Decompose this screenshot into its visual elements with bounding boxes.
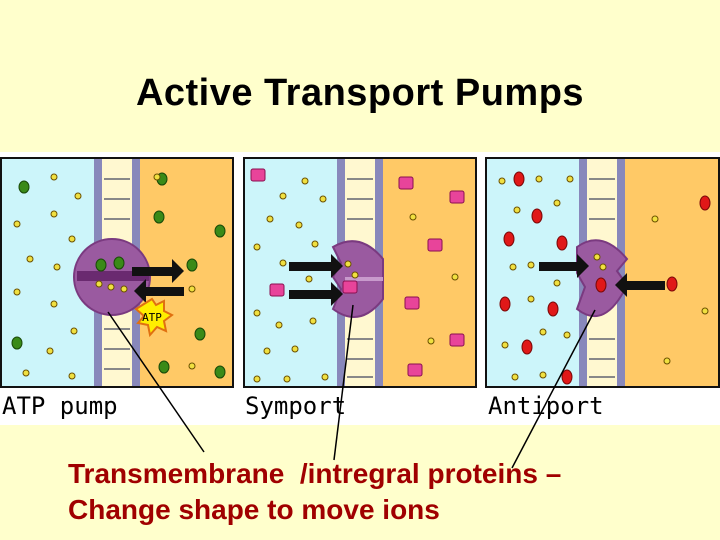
antiport-label: Antiport [488, 392, 604, 420]
caption: Transmembrane /intregral proteins – Chan… [68, 456, 561, 528]
atp-pump-illustration: ATP [2, 159, 232, 386]
caption-line-2: Change shape to move ions [68, 494, 440, 525]
symport-label: Symport [245, 392, 347, 420]
pointer-line-symport [333, 304, 354, 461]
caption-line-1: Transmembrane /intregral proteins – [68, 458, 562, 489]
page-title: Active Transport Pumps [135, 72, 585, 114]
antiport-illustration [487, 159, 718, 386]
atp-pump-label: ATP pump [2, 392, 118, 420]
symport-panel [243, 157, 477, 388]
antiport-panel [485, 157, 720, 388]
symport-illustration [245, 159, 475, 386]
atp-pump-panel: ATP [0, 157, 234, 388]
pointer-line-atp [107, 311, 205, 453]
pointer-line-antiport [511, 309, 596, 469]
atp-badge: ATP [142, 311, 162, 324]
